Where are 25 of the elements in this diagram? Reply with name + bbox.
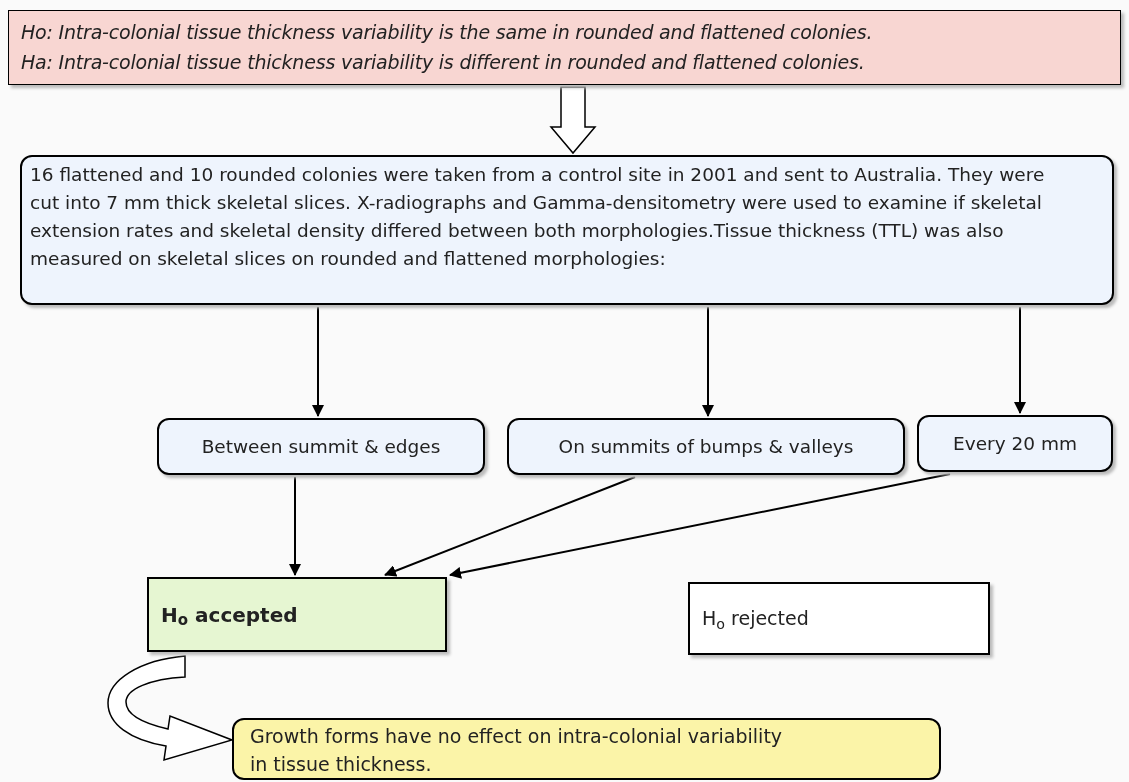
result-box — [147, 577, 447, 652]
result-box — [688, 582, 990, 655]
method-box — [157, 418, 485, 475]
conclusion-box — [232, 718, 941, 780]
block-arrow — [107, 655, 233, 761]
block-arrow — [549, 86, 597, 155]
arrow — [312, 306, 324, 417]
box-text: H$_{o}$ accepted — [161, 601, 298, 630]
box-text: Every 20 mm — [953, 431, 1077, 456]
box-text: H$_{o}$ rejected — [702, 606, 809, 633]
method-box — [20, 155, 1114, 305]
arrow — [449, 473, 951, 579]
box-text: On summits of bumps & valleys — [558, 434, 854, 459]
arrow — [384, 476, 636, 577]
box-text: 16 flattened and 10 rounded colonies were taken from a control site in 2001 and sent to Australia. They were cut into 7 mm thick skeletal slices. X-radiographs and Gamma-densitometry were used to examine if skeletal extension rates and skeletal density differed between both morphologies.Tissue thickness (TTL) was also measured on skeletal slices on rounded and flattened morphologies: — [30, 163, 1046, 271]
method-box — [917, 415, 1113, 472]
arrow — [1014, 306, 1026, 414]
method-box — [507, 418, 905, 475]
hypothesis-box — [8, 10, 1121, 85]
box-text: Between summit & edges — [201, 434, 441, 459]
box-text: Growth forms have no effect on intra-colonial variability in tissue thickness. — [250, 724, 784, 777]
arrow — [702, 306, 714, 417]
box-text: Ho: Intra-colonial tissue thickness variability is the same in rounded and flattened colonies. — [21, 20, 874, 45]
arrow — [289, 476, 301, 576]
box-text: Ha: Intra-colonial tissue thickness variability is different in rounded and flattened colonies. — [21, 50, 866, 75]
